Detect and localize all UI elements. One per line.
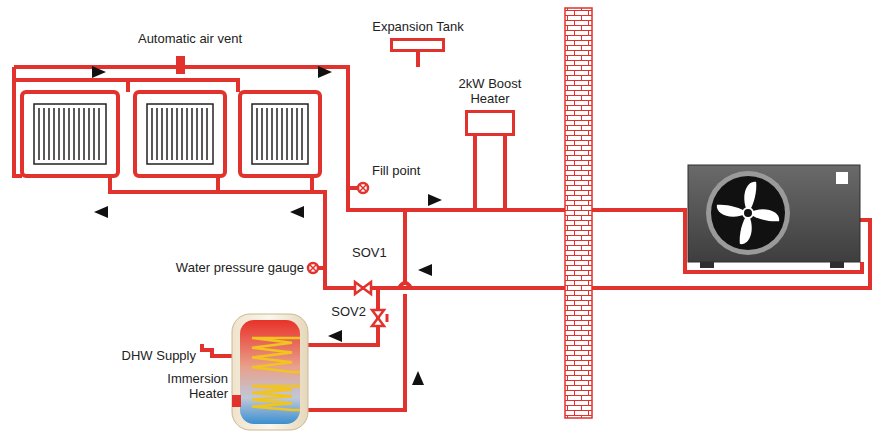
node-box xyxy=(465,110,515,136)
radiator-return-pipe xyxy=(310,176,314,192)
flow-pipe xyxy=(14,67,862,272)
node-label: 2kW Boost Heater xyxy=(450,77,530,110)
node-label: Expansion Tank xyxy=(372,20,464,38)
fill-pipe xyxy=(348,186,357,190)
coil-flow-pipe xyxy=(300,288,378,345)
part-label: Water pressure gauge xyxy=(176,261,304,276)
wall xyxy=(565,8,592,418)
part-label: Fill point xyxy=(372,164,420,179)
boost-heater-pipe xyxy=(475,136,505,210)
radiator-return-pipe xyxy=(110,176,870,288)
node-box xyxy=(390,38,445,52)
hot-water-cylinder xyxy=(232,314,308,430)
expansion-pipe xyxy=(416,52,420,67)
coil-return-pipe xyxy=(300,294,405,410)
part-label: Immersion Heater xyxy=(158,372,228,402)
expansion-tank: Expansion Tank xyxy=(372,20,464,52)
heat-pump xyxy=(688,165,860,268)
radiator-return-pipe xyxy=(216,176,220,192)
part-label: Automatic air vent xyxy=(138,32,242,47)
sov2-valve xyxy=(372,310,384,326)
air-vent-symbol xyxy=(176,56,185,74)
fill-point-symbol xyxy=(358,183,368,193)
sov1-valve xyxy=(355,282,371,294)
gauge-pipe xyxy=(319,266,325,270)
immersion-heater-symbol xyxy=(232,395,241,407)
part-label: SOV2 xyxy=(331,305,366,320)
pipe-bridge xyxy=(399,283,411,288)
dhw-tap xyxy=(200,344,214,352)
flow-arrows xyxy=(92,66,442,385)
boost-heater: 2kW Boost Heater xyxy=(450,77,530,136)
radiator-flow-pipe xyxy=(126,80,130,92)
pressure-gauge-symbol xyxy=(308,263,318,273)
part-label: SOV1 xyxy=(352,246,387,261)
radiators xyxy=(22,92,320,176)
coil-return-pipe xyxy=(403,210,407,282)
part-label: DHW Supply xyxy=(122,349,196,364)
